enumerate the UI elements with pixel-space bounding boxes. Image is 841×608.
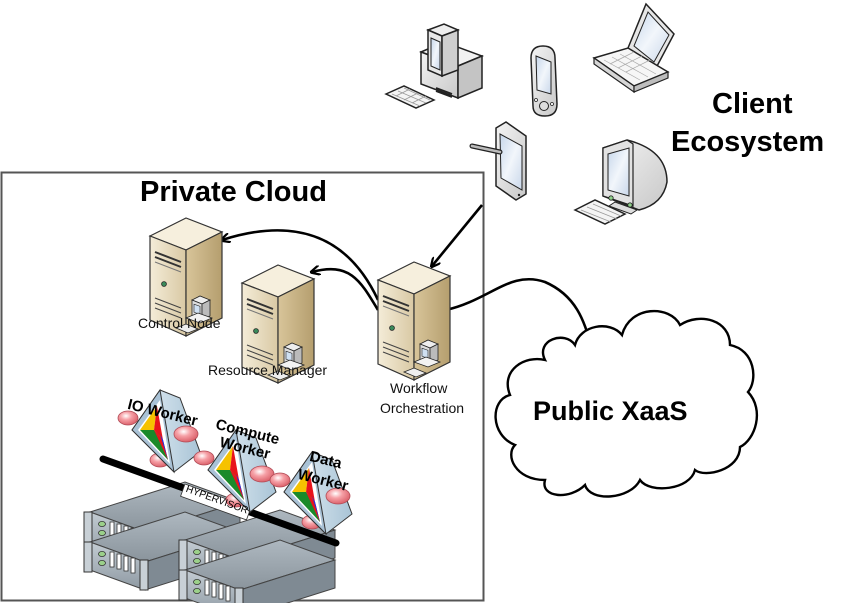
monitor-icon: [573, 139, 668, 225]
arrow-workflow-to-control-node: [222, 229, 380, 301]
public-xaas-title: Public XaaS: [533, 396, 688, 426]
desktop-icon: [384, 23, 485, 109]
pda-icon: [530, 45, 558, 117]
resource-manager-label: Resource Manager: [208, 362, 328, 378]
client-ecosystem-title-line2: Ecosystem: [671, 126, 825, 158]
public-xaas-cloud-shape: [494, 310, 759, 498]
hypervisor-label-box: [180, 483, 252, 521]
workflow-orchestration-server-icon: [377, 261, 451, 381]
arrow-workflow-to-resource-manager: [312, 269, 380, 311]
arrow-clients-to-workflow: [432, 204, 484, 266]
workflow-orchestration-label-line1: Workflow: [390, 380, 448, 396]
control-node-label: Control Node: [138, 315, 221, 331]
laptop-icon: [592, 2, 675, 94]
private-cloud-title: Private Cloud: [140, 176, 327, 208]
arrow-workflow-to-public-xaas: [445, 277, 592, 350]
tablet-icon: [469, 121, 527, 201]
workflow-orchestration-label-line2: Orchestration: [380, 400, 465, 416]
client-ecosystem-title-line1: Client: [712, 88, 793, 120]
